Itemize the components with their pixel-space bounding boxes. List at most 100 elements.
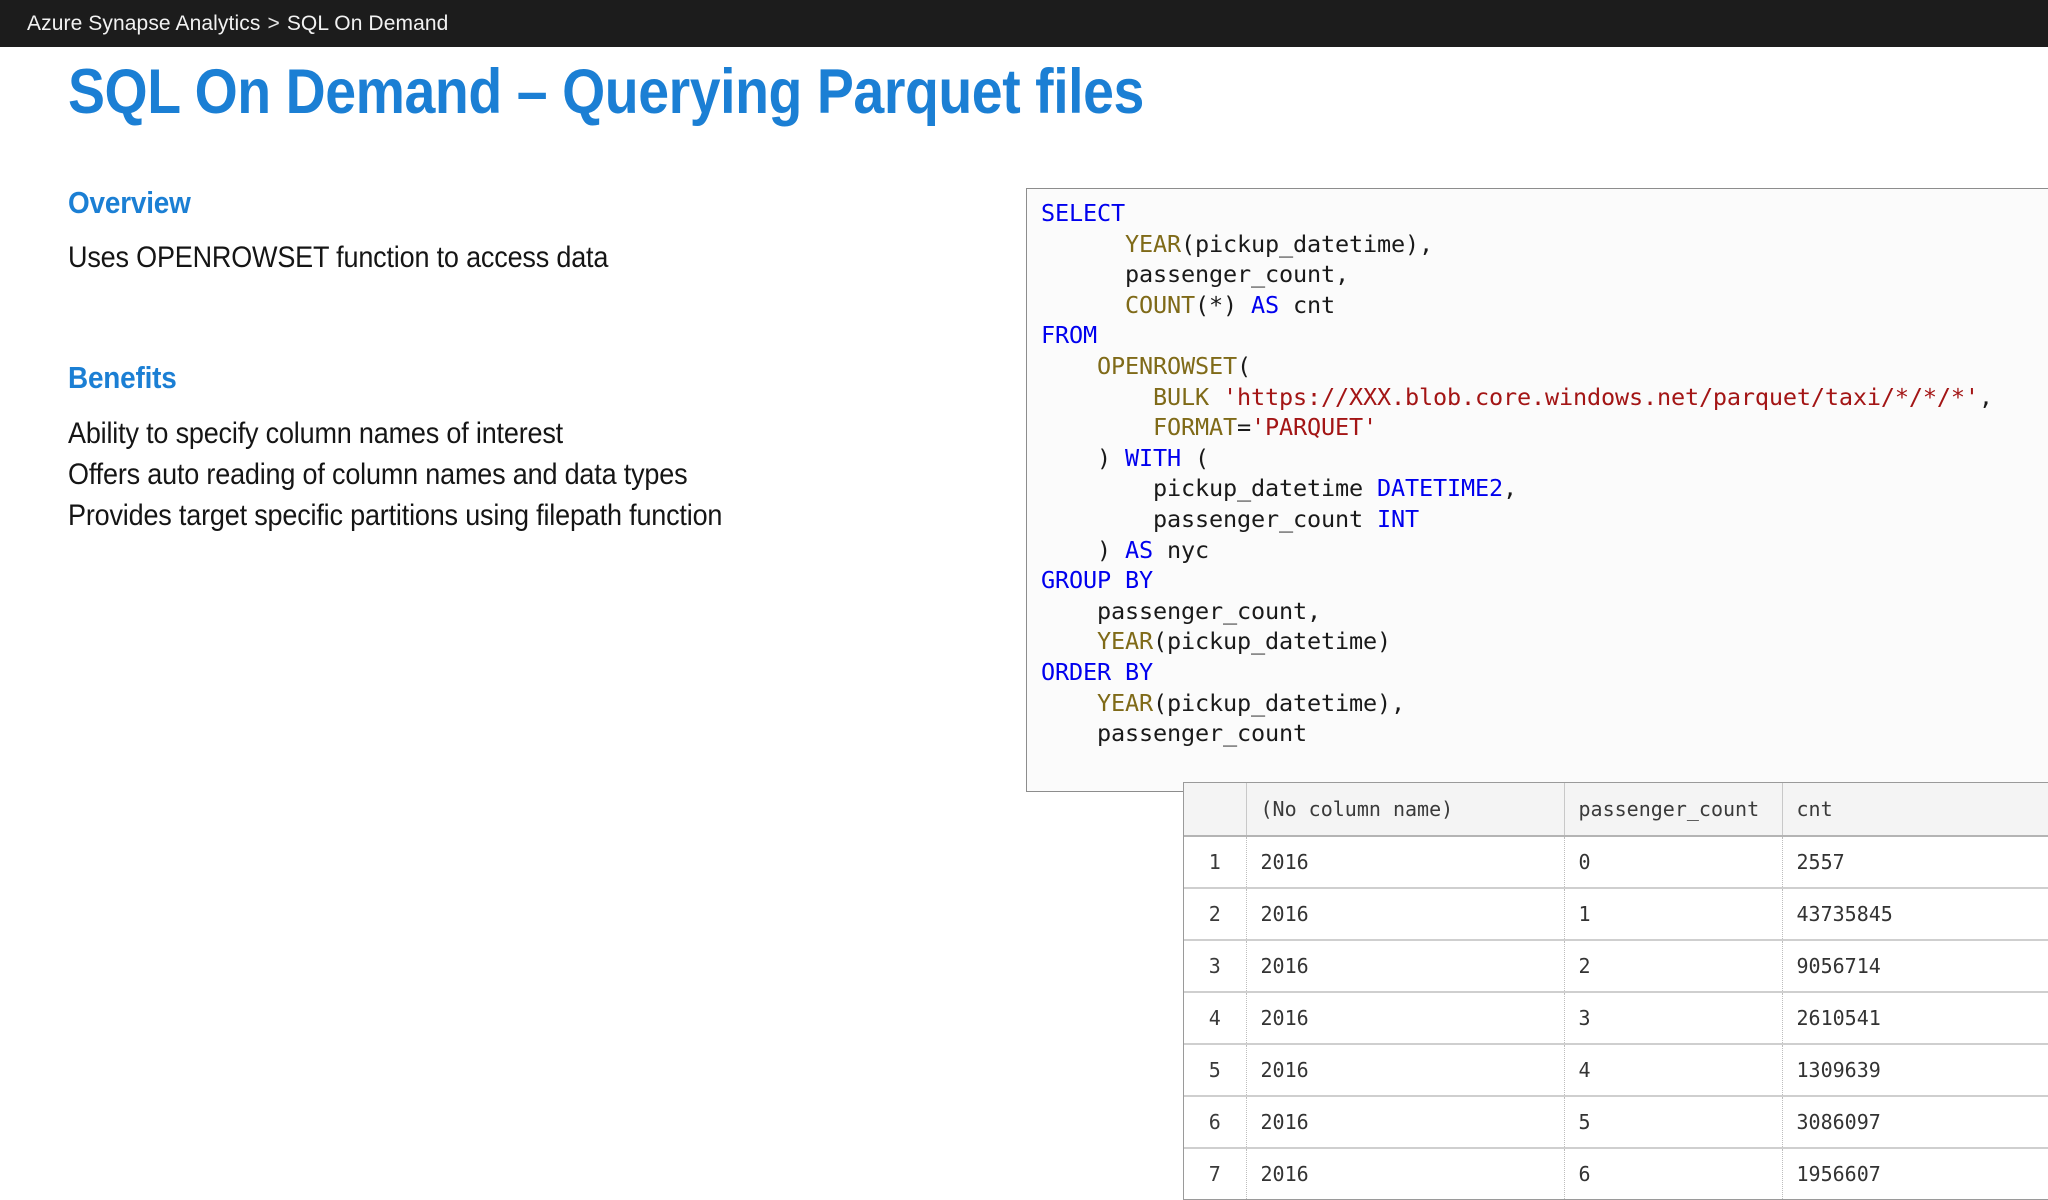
overview-heading: Overview [68, 185, 191, 220]
breadcrumb: Azure Synapse Analytics>SQL On Demand [27, 12, 448, 36]
overview-line: Uses OPENROWSET function to access data [68, 241, 609, 274]
cell-year: 2016 [1246, 888, 1565, 941]
code-token-plain: (pickup_datetime), [1153, 688, 1405, 717]
cell-cnt: 43735845 [1782, 888, 2048, 941]
cell-cnt: 2557 [1782, 836, 2048, 889]
cell-year: 2016 [1246, 992, 1565, 1045]
code-token-kw: SELECT [1041, 199, 1125, 227]
cell-pc: 1 [1564, 888, 1783, 941]
content-left-column: Overview Uses OPENROWSET function to acc… [68, 185, 968, 536]
code-token-kw: AS [1125, 535, 1153, 564]
column-header-index[interactable] [1184, 783, 1247, 837]
code-token-plain: passenger_count [1041, 719, 1307, 748]
sql-code-text: SELECT YEAR(pickup_datetime), passenger_… [1041, 198, 1993, 749]
cell-pc: 5 [1564, 1096, 1783, 1149]
row-index-cell[interactable]: 7 [1184, 1148, 1247, 1199]
code-token-plain: (*) [1195, 290, 1251, 319]
code-token-plain: , [1502, 474, 1517, 503]
overview-list: Uses OPENROWSET function to access data [68, 237, 968, 278]
code-token-plain: nyc [1153, 535, 1209, 564]
sql-code-panel: SELECT YEAR(pickup_datetime), passenger_… [1026, 188, 2048, 792]
row-index-cell[interactable]: 2 [1184, 888, 1247, 941]
code-token-plain [1041, 689, 1097, 717]
cell-cnt: 9056714 [1782, 940, 2048, 993]
code-token-fn: YEAR [1097, 627, 1153, 656]
cell-cnt: 2610541 [1782, 992, 2048, 1045]
code-token-str: 'https://XXX.blob.core.windows.net/parqu… [1223, 382, 1979, 411]
code-token-plain: ( [1236, 351, 1251, 380]
code-token-plain: (pickup_datetime) [1153, 627, 1391, 656]
code-token-kw: ORDER BY [1041, 657, 1153, 686]
code-token-plain: (pickup_datetime), [1181, 229, 1433, 258]
cell-cnt: 3086097 [1782, 1096, 2048, 1149]
code-token-fn: COUNT [1125, 290, 1195, 319]
code-token-plain [1041, 230, 1125, 258]
breadcrumb-root[interactable]: Azure Synapse Analytics [27, 11, 261, 35]
cell-year: 2016 [1246, 836, 1565, 889]
code-token-plain [1041, 352, 1097, 380]
breadcrumb-current[interactable]: SQL On Demand [286, 11, 449, 35]
code-token-plain: cnt [1279, 290, 1335, 319]
cell-year: 2016 [1246, 1044, 1565, 1097]
code-token-kw: AS [1251, 290, 1279, 319]
code-token-fn: YEAR [1125, 229, 1181, 258]
benefit-line: Offers auto reading of column names and … [68, 458, 688, 492]
row-index-cell[interactable]: 1 [1184, 836, 1247, 889]
code-token-plain: ) [1041, 443, 1125, 472]
code-token-plain [1041, 291, 1125, 319]
cell-pc: 4 [1564, 1044, 1783, 1097]
code-token-kw: INT [1376, 504, 1419, 533]
row-index-cell[interactable]: 3 [1184, 940, 1247, 993]
code-token-plain: passenger_count, [1041, 596, 1321, 625]
cell-cnt: 1956607 [1796, 1162, 1881, 1186]
cell-pc: 2 [1564, 940, 1783, 993]
cell-pc: 3 [1564, 992, 1783, 1045]
benefit-line: Provides target specific partitions usin… [68, 499, 723, 533]
benefits-heading: Benefits [68, 360, 177, 396]
code-token-plain: passenger_count [1041, 504, 1377, 533]
row-index-cell[interactable]: 5 [1184, 1044, 1247, 1097]
code-token-plain: ( [1181, 443, 1209, 472]
code-token-str: 'PARQUET' [1251, 413, 1377, 442]
column-header[interactable]: cnt [1782, 783, 2048, 837]
top-breadcrumb-bar: Azure Synapse Analytics>SQL On Demand [0, 0, 2048, 47]
row-index-cell[interactable]: 6 [1184, 1096, 1247, 1149]
code-token-kw: GROUP BY [1041, 566, 1153, 595]
benefit-line: Ability to specify column names of inter… [68, 417, 563, 451]
code-token-plain [1041, 627, 1097, 655]
cell-year: 2016 [1246, 1096, 1565, 1149]
code-token-fn: OPENROWSET [1097, 351, 1237, 380]
row-index-cell[interactable]: 4 [1184, 992, 1247, 1045]
column-header[interactable]: (No column name) [1246, 783, 1565, 837]
code-token-plain: passenger_count, [1041, 260, 1349, 289]
code-token-plain: ) [1041, 535, 1125, 564]
benefits-list: Ability to specify column names of inter… [68, 413, 968, 536]
code-token-fn: BULK [1153, 382, 1209, 411]
code-token-kw: DATETIME2 [1376, 474, 1503, 503]
code-token-plain: pickup_datetime [1041, 474, 1377, 503]
code-token-plain [1041, 383, 1153, 411]
code-token-plain: , [1978, 382, 1993, 411]
cell-pc: 0 [1564, 836, 1783, 889]
cell-cnt: 1309639 [1782, 1044, 2048, 1097]
code-token-kw: WITH [1125, 443, 1181, 472]
code-token-fn: YEAR [1097, 688, 1153, 717]
code-token-fn: FORMAT [1153, 413, 1237, 442]
cell-year: 2016 [1246, 1148, 1565, 1199]
cell-year: 2016 [1246, 940, 1565, 993]
page-title: SQL On Demand – Querying Parquet files [68, 57, 1144, 127]
code-token-kw: FROM [1041, 321, 1097, 350]
column-header[interactable]: passenger_count [1564, 783, 1783, 837]
